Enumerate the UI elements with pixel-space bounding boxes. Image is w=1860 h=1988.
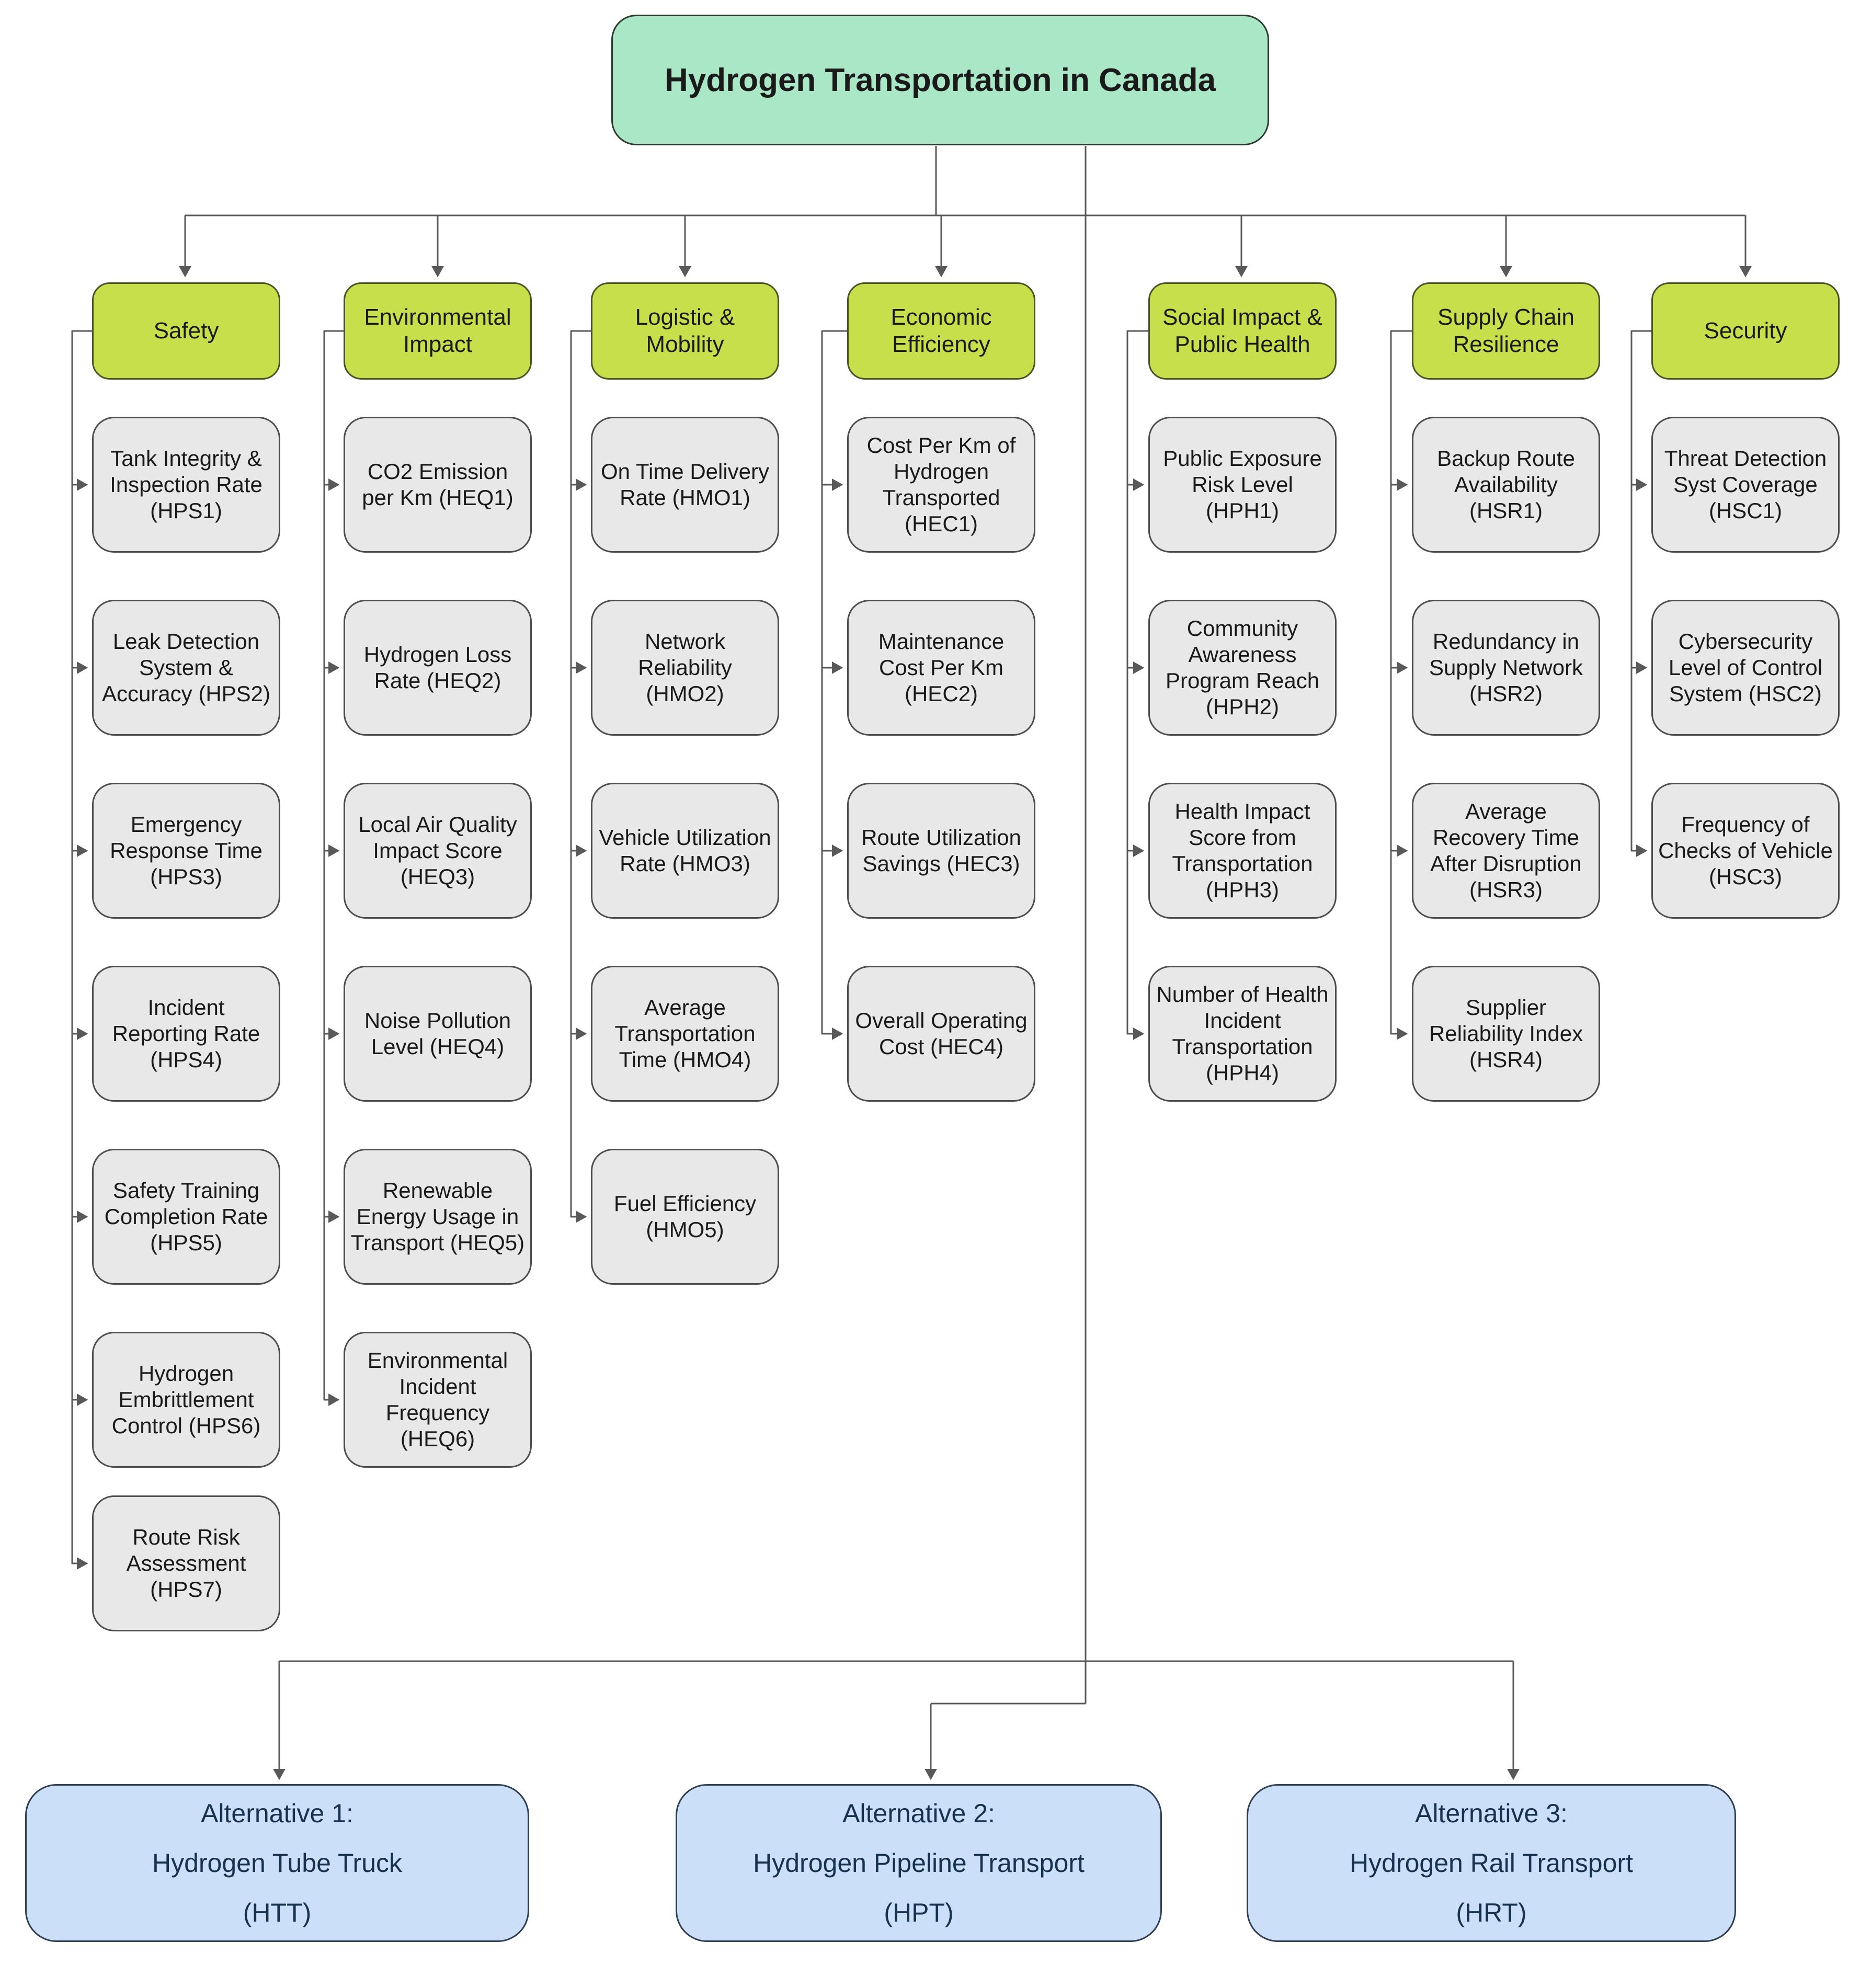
criteria-node-economic-efficiency: Economic Efficiency	[847, 282, 1035, 380]
indicator-node-hsc1: Threat Detection Syst Coverage (HSC1)	[1651, 417, 1840, 553]
indicator-node-heq6: Environmental Incident Frequency (HEQ6)	[344, 1332, 532, 1468]
indicator-node-hph4: Number of Health Incident Transportation…	[1148, 966, 1337, 1102]
indicator-node-hsc2: Cybersecurity Level of Control System (H…	[1651, 600, 1840, 736]
indicator-node-hsr2: Redundancy in Supply Network (HSR2)	[1412, 600, 1600, 736]
indicator-node-hph2: Community Awareness Program Reach (HPH2)	[1148, 600, 1337, 736]
alternative-line: Hydrogen Pipeline Transport	[753, 1848, 1085, 1878]
criteria-node-safety: Safety	[92, 282, 280, 380]
indicator-node-hps4: Incident Reporting Rate (HPS4)	[92, 966, 280, 1102]
indicator-node-hmo3: Vehicle Utilization Rate (HMO3)	[591, 783, 779, 919]
indicator-node-hps1: Tank Integrity & Inspection Rate (HPS1)	[92, 417, 280, 553]
indicator-node-hsr4: Supplier Reliability Index (HSR4)	[1412, 966, 1600, 1102]
indicator-node-hmo5: Fuel Efficiency (HMO5)	[591, 1149, 779, 1285]
criteria-node-environmental-impact: Environmental Impact	[344, 282, 532, 380]
goal-node: Hydrogen Transportation in Canada	[611, 15, 1269, 145]
criteria-node-logistic-mobility: Logistic & Mobility	[591, 282, 779, 380]
indicator-node-hsr3: Average Recovery Time After Disruption (…	[1412, 783, 1600, 919]
indicator-node-heq1: CO2 Emission per Km (HEQ1)	[344, 417, 532, 553]
criteria-node-supply-chain-resilience: Supply Chain Resilience	[1412, 282, 1600, 380]
alternative-line: Alternative 2:	[842, 1798, 995, 1828]
indicator-node-hph3: Health Impact Score from Transportation …	[1148, 783, 1337, 919]
indicator-node-hps7: Route Risk Assessment (HPS7)	[92, 1495, 280, 1631]
indicator-node-hps5: Safety Training Completion Rate (HPS5)	[92, 1149, 280, 1285]
alternative-line: Hydrogen Tube Truck	[152, 1848, 403, 1878]
indicator-node-hps3: Emergency Response Time (HPS3)	[92, 783, 280, 919]
indicator-node-hmo2: Network Reliability (HMO2)	[591, 600, 779, 736]
alternative-line: (HPT)	[884, 1898, 954, 1927]
indicator-node-heq4: Noise Pollution Level (HEQ4)	[344, 966, 532, 1102]
indicator-node-hps2: Leak Detection System & Accuracy (HPS2)	[92, 600, 280, 736]
alternative-line: Alternative 1:	[201, 1798, 353, 1828]
indicator-node-hsr1: Backup Route Availability (HSR1)	[1412, 417, 1600, 553]
criteria-node-social-impact-public-health: Social Impact & Public Health	[1148, 282, 1337, 380]
indicator-node-heq2: Hydrogen Loss Rate (HEQ2)	[344, 600, 532, 736]
indicator-node-hph1: Public Exposure Risk Level (HPH1)	[1148, 417, 1337, 553]
indicator-node-hmo4: Average Transportation Time (HMO4)	[591, 966, 779, 1102]
indicator-node-hec3: Route Utilization Savings (HEC3)	[847, 783, 1035, 919]
indicator-node-hmo1: On Time Delivery Rate (HMO1)	[591, 417, 779, 553]
alternative-node-htt: Alternative 1: Hydrogen Tube Truck (HTT)	[25, 1784, 529, 1942]
indicator-node-heq5: Renewable Energy Usage in Transport (HEQ…	[344, 1149, 532, 1285]
alternative-node-hrt: Alternative 3: Hydrogen Rail Transport (…	[1247, 1784, 1736, 1942]
alternative-line: Alternative 3:	[1415, 1798, 1568, 1828]
alternative-line: (HRT)	[1456, 1898, 1527, 1927]
indicator-node-hec2: Maintenance Cost Per Km (HEC2)	[847, 600, 1035, 736]
indicator-node-hec1: Cost Per Km of Hydrogen Transported (HEC…	[847, 417, 1035, 553]
criteria-node-security: Security	[1651, 282, 1840, 380]
indicator-node-hps6: Hydrogen Embrittlement Control (HPS6)	[92, 1332, 280, 1468]
indicator-node-heq3: Local Air Quality Impact Score (HEQ3)	[344, 783, 532, 919]
alternative-line: Hydrogen Rail Transport	[1350, 1848, 1633, 1878]
indicator-node-hec4: Overall Operating Cost (HEC4)	[847, 966, 1035, 1102]
alternative-node-hpt: Alternative 2: Hydrogen Pipeline Transpo…	[676, 1784, 1162, 1942]
indicator-node-hsc3: Frequency of Checks of Vehicle (HSC3)	[1651, 783, 1840, 919]
alternative-line: (HTT)	[243, 1898, 312, 1927]
